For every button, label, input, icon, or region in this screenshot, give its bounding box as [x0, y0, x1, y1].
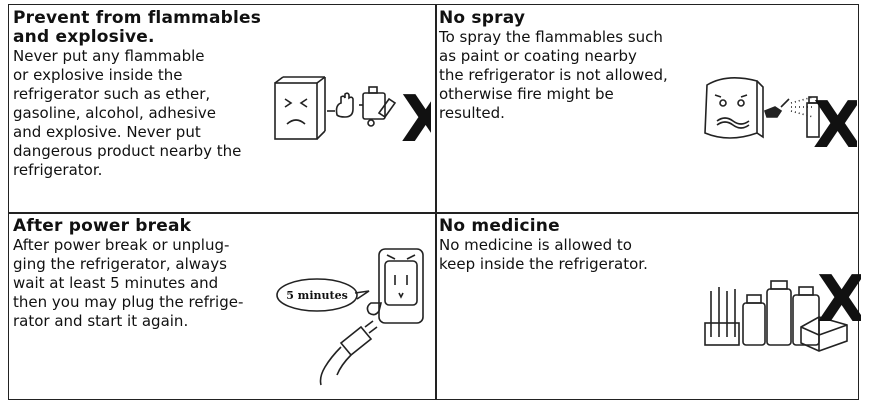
warning-flammables: Prevent from flammables and explosive. N… — [13, 9, 431, 211]
warning-body: To spray the flammables such as paint or… — [439, 28, 668, 122]
svg-text:X: X — [817, 267, 861, 337]
no-medicine-icon: X — [701, 267, 861, 359]
warning-title: After power break — [13, 216, 192, 236]
no-spray-icon: X — [693, 67, 857, 153]
svg-text:X: X — [401, 83, 431, 149]
svg-text:5 minutes: 5 minutes — [286, 289, 348, 302]
warning-no-medicine: No medicine No medicine is allowed to ke… — [439, 216, 861, 397]
no-flammables-icon: X — [271, 69, 431, 149]
warning-title: No medicine — [439, 216, 560, 236]
warning-body: After power break or unplug- ging the re… — [13, 236, 244, 330]
row-divider — [9, 212, 858, 214]
svg-text:X: X — [813, 89, 857, 153]
warning-title: No spray — [439, 8, 526, 28]
warning-body: No medicine is allowed to keep inside th… — [439, 236, 648, 273]
column-divider — [435, 5, 437, 399]
warning-no-spray: No spray To spray the flammables such as… — [439, 9, 857, 211]
warning-title: Prevent from flammables and explosive. — [13, 8, 262, 47]
warning-table: Prevent from flammables and explosive. N… — [8, 4, 861, 400]
warning-power-break: After power break After power break or u… — [13, 217, 431, 397]
wait-five-minutes-icon: 5 minutes — [275, 235, 425, 391]
warning-body: Never put any flammable or explosive ins… — [13, 47, 242, 179]
